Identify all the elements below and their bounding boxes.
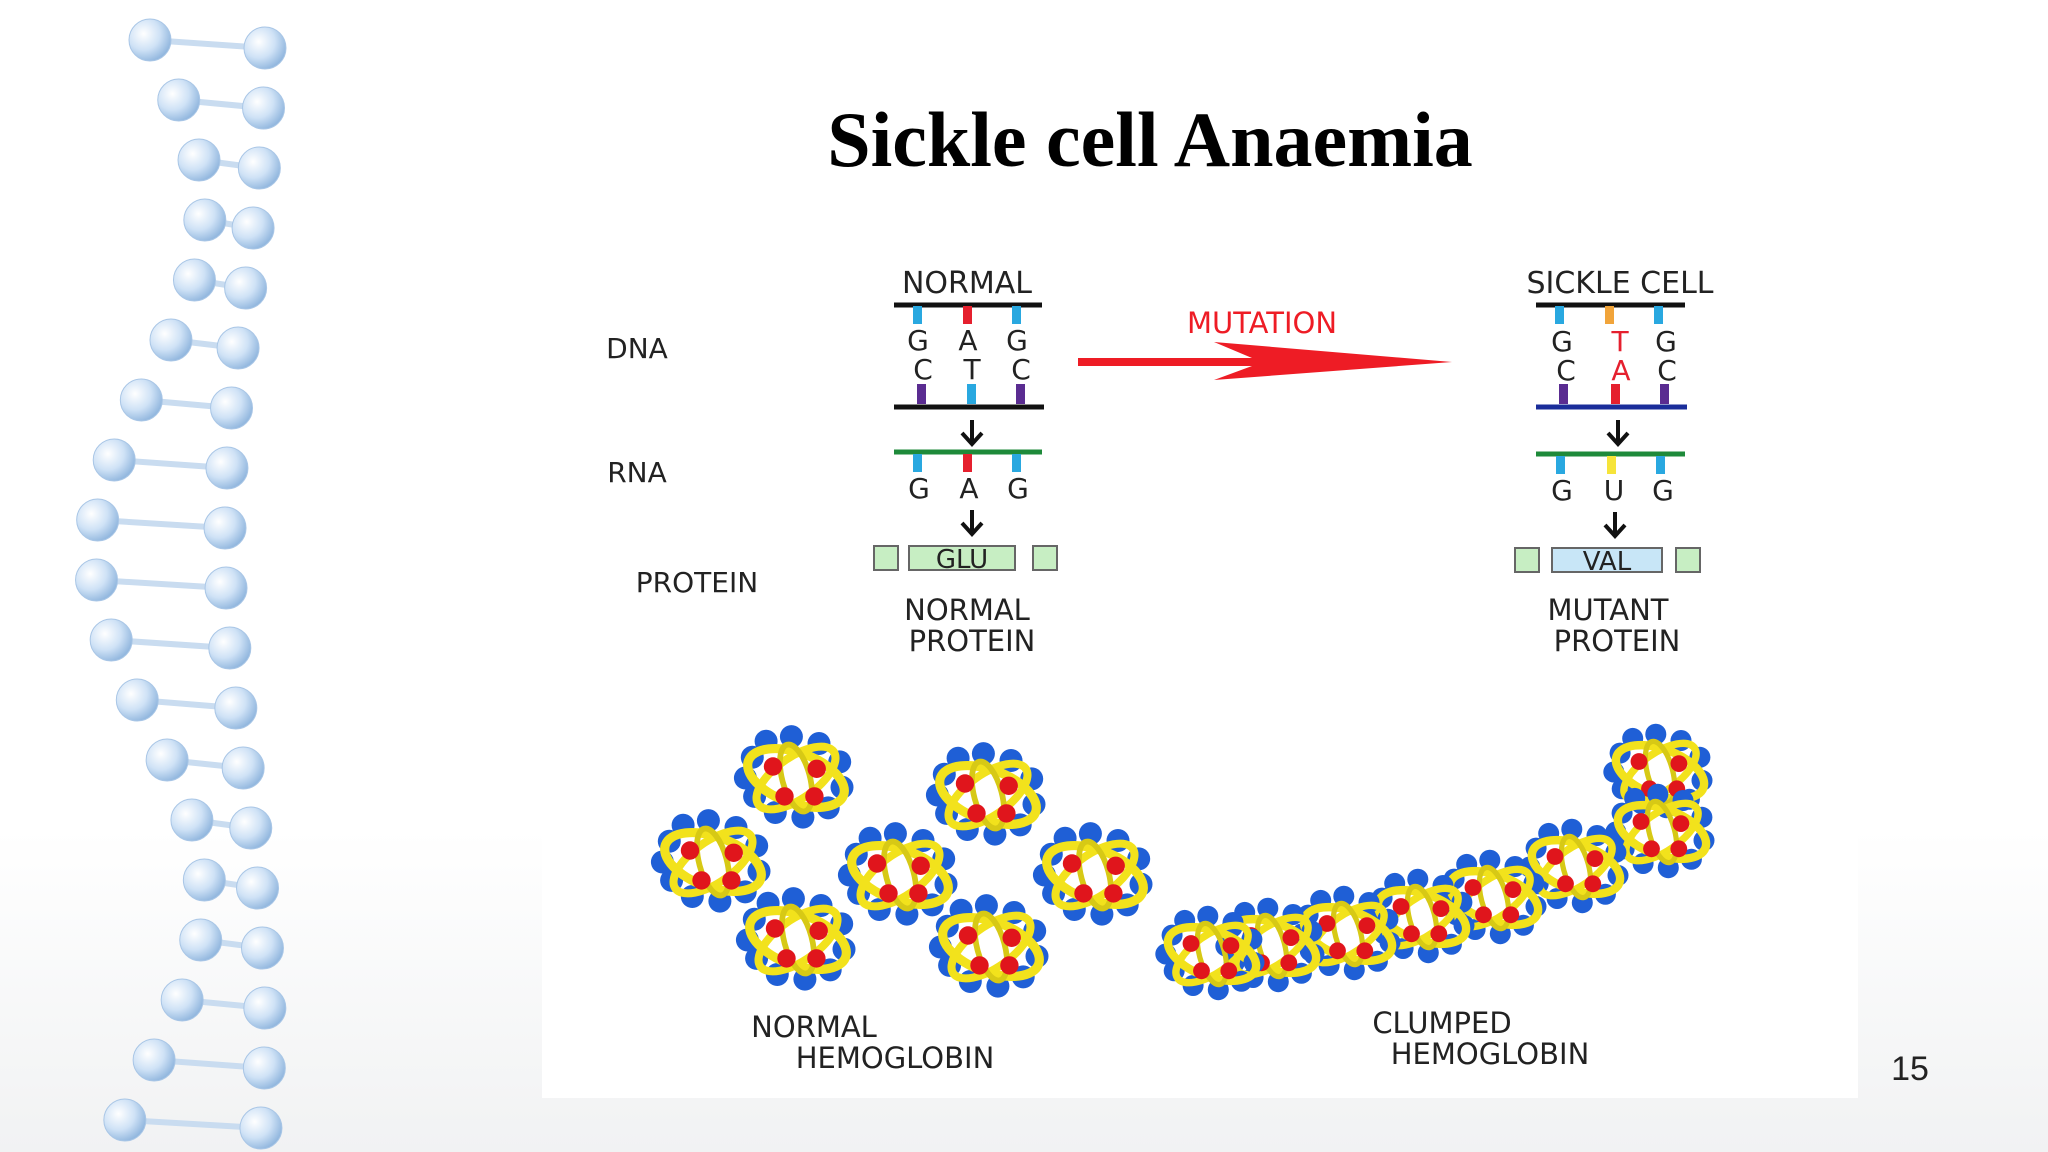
helix-sphere — [179, 918, 223, 962]
slide-number: 15 — [1891, 1050, 1929, 1088]
hemoglobin-molecule — [1032, 822, 1153, 926]
normal-dna-bottom-1: C — [913, 353, 933, 386]
helix-sphere — [214, 686, 258, 730]
normal-dna-bottom-2: T — [962, 353, 981, 386]
hemoglobin-molecule — [928, 894, 1049, 998]
normal-down-arrow-2 — [960, 510, 984, 537]
helix-sphere — [115, 678, 159, 722]
helix-sphere — [172, 258, 216, 302]
normal-header: NORMAL — [902, 266, 1032, 301]
helix-sphere — [170, 798, 214, 842]
helix-sphere — [145, 738, 189, 782]
helix-sphere — [203, 506, 247, 550]
helix-sphere — [119, 378, 163, 422]
helix-sphere — [160, 978, 204, 1022]
sickle-cell-figure: DNA RNA PROTEIN NORMAL G A G C T C — [542, 250, 1858, 1098]
helix-rung — [96, 577, 227, 591]
normal-hemoglobin-molecules — [650, 725, 1153, 998]
helix-sphere — [231, 206, 275, 250]
helix-sphere — [239, 1106, 283, 1150]
helix-sphere — [210, 386, 254, 430]
sickle-down-arrow-2 — [1603, 512, 1627, 539]
hemoglobin-molecule — [735, 887, 856, 991]
normal-protein-caption-1: NORMAL — [904, 593, 1030, 627]
sickle-down-arrow-1 — [1606, 420, 1630, 447]
normal-protein-box: GLU — [936, 545, 988, 575]
clumped-hemoglobin-chain — [1155, 723, 1715, 1001]
normal-column: NORMAL G A G C T C G A G — [873, 266, 1058, 658]
rna-row-label: RNA — [607, 456, 667, 489]
normal-dna-top-1: G — [907, 324, 929, 357]
helix-sphere — [183, 198, 227, 242]
helix-sphere — [149, 318, 193, 362]
hemoglobin-molecule — [650, 809, 771, 913]
helix-sphere — [182, 858, 226, 902]
sickle-header: SICKLE CELL — [1526, 266, 1713, 301]
mutant-protein-caption-2: PROTEIN — [1554, 624, 1681, 658]
helix-sphere — [132, 1038, 176, 1082]
normal-dna-bottom-3: C — [1011, 353, 1031, 386]
protein-row-label: PROTEIN — [636, 566, 758, 599]
normal-down-arrow-1 — [960, 420, 984, 447]
helix-sphere — [221, 746, 265, 790]
helix-sphere — [89, 618, 133, 662]
helix-sphere — [204, 566, 248, 610]
sickle-dna-top-2: T — [1610, 325, 1629, 358]
helix-sphere — [76, 498, 120, 542]
clumped-hemoglobin-caption-1: CLUMPED — [1372, 1006, 1511, 1040]
hemoglobin-molecule — [1605, 783, 1715, 879]
hemoglobin-molecule — [837, 822, 958, 926]
sickle-dna-top-1: G — [1551, 325, 1573, 358]
sickle-rna-2: U — [1604, 474, 1625, 507]
sickle-dna-bottom-1: C — [1556, 354, 1576, 387]
sickle-column: SICKLE CELL G T G C A C G U G — [1514, 266, 1714, 658]
dna-helix-decoration — [75, 18, 287, 1150]
dna-row-label: DNA — [606, 332, 668, 365]
helix-sphere — [240, 926, 284, 970]
helix-sphere — [236, 866, 280, 910]
helix-sphere — [205, 446, 249, 490]
helix-sphere — [216, 326, 260, 370]
mutant-protein-caption-1: MUTANT — [1548, 593, 1669, 627]
helix-sphere — [224, 266, 268, 310]
normal-dna-top-2: A — [958, 324, 977, 357]
slide-title: Sickle cell Anaemia — [827, 96, 1473, 183]
normal-protein-caption-2: PROTEIN — [909, 624, 1036, 658]
helix-sphere — [237, 146, 281, 190]
normal-hemoglobin-caption-1: NORMAL — [751, 1010, 877, 1044]
helix-sphere — [243, 26, 287, 70]
helix-sphere — [208, 626, 252, 670]
helix-sphere — [75, 558, 119, 602]
helix-sphere — [229, 806, 273, 850]
normal-dna-top-3: G — [1006, 324, 1028, 357]
hemoglobin-molecule — [733, 725, 854, 829]
helix-sphere — [242, 1046, 286, 1090]
sickle-protein-box: VAL — [1583, 547, 1632, 577]
helix-sphere — [177, 138, 221, 182]
helix-sphere — [242, 86, 286, 130]
normal-rna-1: G — [908, 472, 930, 505]
normal-rna-2: A — [959, 472, 978, 505]
helix-sphere — [128, 18, 172, 62]
helix-sphere — [92, 438, 136, 482]
helix-sphere — [157, 78, 201, 122]
mutation-arrow: MUTATION — [1078, 306, 1452, 380]
normal-hemoglobin-caption-2: HEMOGLOBIN — [796, 1041, 995, 1075]
normal-rna-3: G — [1007, 472, 1029, 505]
clumped-hemoglobin-caption-2: HEMOGLOBIN — [1391, 1037, 1590, 1071]
sickle-dna-bottom-2: A — [1611, 354, 1630, 387]
sickle-rna-3: G — [1652, 474, 1674, 507]
helix-sphere — [103, 1098, 147, 1142]
sickle-rna-1: G — [1551, 474, 1573, 507]
sickle-dna-top-3: G — [1655, 325, 1677, 358]
sickle-dna-bottom-3: C — [1657, 354, 1677, 387]
hemoglobin-molecule — [1155, 905, 1265, 1001]
mutation-label: MUTATION — [1187, 306, 1337, 340]
helix-rung — [124, 1117, 262, 1131]
hemoglobin-molecule — [925, 742, 1046, 846]
helix-sphere — [243, 986, 287, 1030]
